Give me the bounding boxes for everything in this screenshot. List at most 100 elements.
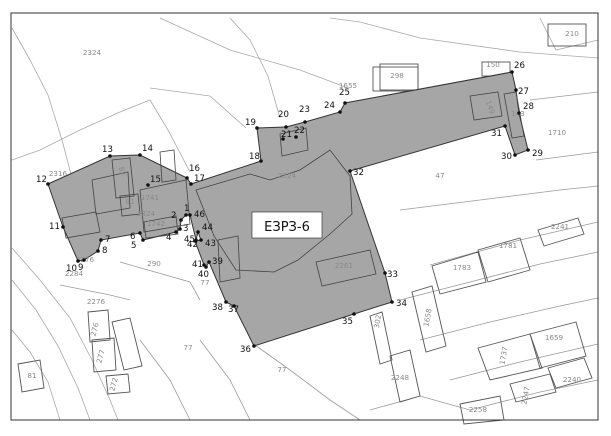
- vertex-point[interactable]: [526, 148, 530, 152]
- vertex-label: 29: [532, 149, 543, 159]
- vertex-point[interactable]: [141, 238, 145, 242]
- vertex-label: 3: [183, 224, 188, 234]
- vertex-point[interactable]: [514, 88, 518, 92]
- vertex-label: 37: [228, 305, 239, 315]
- vertex-label: 14: [142, 144, 153, 154]
- parcel-label: 277: [94, 349, 106, 365]
- vertex-label: 10: [66, 264, 77, 274]
- parcel-label: 290: [147, 259, 161, 268]
- parcel-label: 1783: [453, 263, 471, 272]
- vertex-label: 26: [514, 61, 525, 71]
- vertex-point[interactable]: [82, 258, 86, 262]
- vertex-point[interactable]: [284, 125, 288, 129]
- vertex-point[interactable]: [352, 312, 356, 316]
- vertex-point[interactable]: [281, 137, 285, 141]
- parcel-label: 2324: [278, 171, 297, 180]
- zone-polygon[interactable]: [47, 71, 529, 347]
- vertex-label: 40: [198, 270, 209, 280]
- vertex-point[interactable]: [383, 271, 387, 275]
- vertex-label: 24: [324, 101, 335, 111]
- vertex-point[interactable]: [390, 300, 394, 304]
- parcel-label: 272: [107, 377, 119, 393]
- vertex-point[interactable]: [196, 230, 200, 234]
- vertex-point[interactable]: [99, 238, 103, 242]
- vertex-point[interactable]: [503, 124, 507, 128]
- vertex-label: 15: [150, 175, 161, 185]
- vertex-label: 18: [249, 152, 260, 162]
- cadastral-parcel-lines: [11, 17, 599, 425]
- parcel-label: 1710: [548, 128, 567, 137]
- vertex-point[interactable]: [188, 213, 192, 217]
- vertex-point[interactable]: [199, 238, 203, 242]
- vertex-point[interactable]: [146, 183, 150, 187]
- vertex-point[interactable]: [255, 126, 259, 130]
- vertex-label: 34: [396, 299, 407, 309]
- vertex-label: 4: [166, 233, 171, 243]
- vertex-label: 19: [245, 118, 256, 128]
- vertex-point[interactable]: [343, 101, 347, 105]
- vertex-label: 44: [202, 223, 213, 233]
- vertex-point[interactable]: [189, 182, 193, 186]
- parcel-label: 2247: [520, 386, 532, 406]
- vertex-label: 46: [194, 210, 205, 220]
- vertex-point[interactable]: [184, 213, 188, 217]
- parcel-label: 1737: [498, 346, 510, 366]
- parcel-label: 1659: [545, 333, 564, 342]
- vertex-point[interactable]: [194, 238, 198, 242]
- vertex-point[interactable]: [259, 159, 263, 163]
- vertex-label: 43: [205, 239, 216, 249]
- zone-label: ЕЗРЗ-6: [264, 220, 310, 235]
- parcel-label: 1658: [422, 307, 434, 327]
- vertex-point[interactable]: [174, 230, 178, 234]
- parcel-label: 77: [277, 365, 286, 374]
- vertex-point[interactable]: [202, 263, 206, 267]
- vertex-point[interactable]: [108, 154, 112, 158]
- vertex-point[interactable]: [232, 304, 236, 308]
- vertex-point[interactable]: [96, 249, 100, 253]
- vertex-point[interactable]: [224, 300, 228, 304]
- vertex-point[interactable]: [61, 225, 65, 229]
- vertex-label: 23: [299, 105, 310, 115]
- vertex-label: 35: [342, 317, 353, 327]
- parcel-label: 2261: [335, 261, 353, 270]
- vertex-point[interactable]: [138, 231, 142, 235]
- parcel-label: 2241: [551, 222, 569, 231]
- parcel-label: 82: [117, 165, 129, 177]
- vertex-label: 38: [212, 303, 223, 313]
- parcel-label: 47: [435, 171, 444, 180]
- parcel-label: 2276: [87, 297, 106, 306]
- vertex-point[interactable]: [138, 153, 142, 157]
- parcel-label: 77: [183, 343, 192, 352]
- vertex-label: 25: [339, 88, 350, 98]
- vertex-point[interactable]: [510, 70, 514, 74]
- vertex-label: 2: [171, 211, 176, 221]
- zone-building-outlines: [61, 91, 525, 287]
- parcel-label: 2240: [563, 375, 582, 384]
- vertex-point[interactable]: [46, 182, 50, 186]
- vertex-label: 11: [49, 222, 60, 232]
- vertex-label: 6: [130, 232, 135, 242]
- parcel-label: 2324: [137, 209, 156, 218]
- vertex-label: 36: [240, 345, 251, 355]
- vertex-label: 9: [78, 263, 83, 273]
- vertex-point[interactable]: [513, 153, 517, 157]
- vertex-label: 42: [187, 240, 198, 250]
- vertex-point[interactable]: [517, 111, 521, 115]
- vertex-point[interactable]: [207, 260, 211, 264]
- parcel-label: 81: [27, 371, 36, 380]
- vertex-point[interactable]: [348, 169, 352, 173]
- vertex-point[interactable]: [178, 227, 182, 231]
- parcel-label: 2248: [391, 373, 410, 382]
- vertex-point[interactable]: [252, 344, 256, 348]
- vertex-point[interactable]: [338, 110, 342, 114]
- vertex-point[interactable]: [179, 218, 183, 222]
- vertex-point[interactable]: [185, 176, 189, 180]
- vertex-point[interactable]: [303, 120, 307, 124]
- parcel-label: 2316: [49, 169, 68, 178]
- vertex-point[interactable]: [76, 259, 80, 263]
- vertex-label: 33: [387, 270, 398, 280]
- parcel-label: 77: [200, 278, 209, 287]
- vertex-point[interactable]: [294, 135, 298, 139]
- vertex-label: 1: [184, 204, 189, 214]
